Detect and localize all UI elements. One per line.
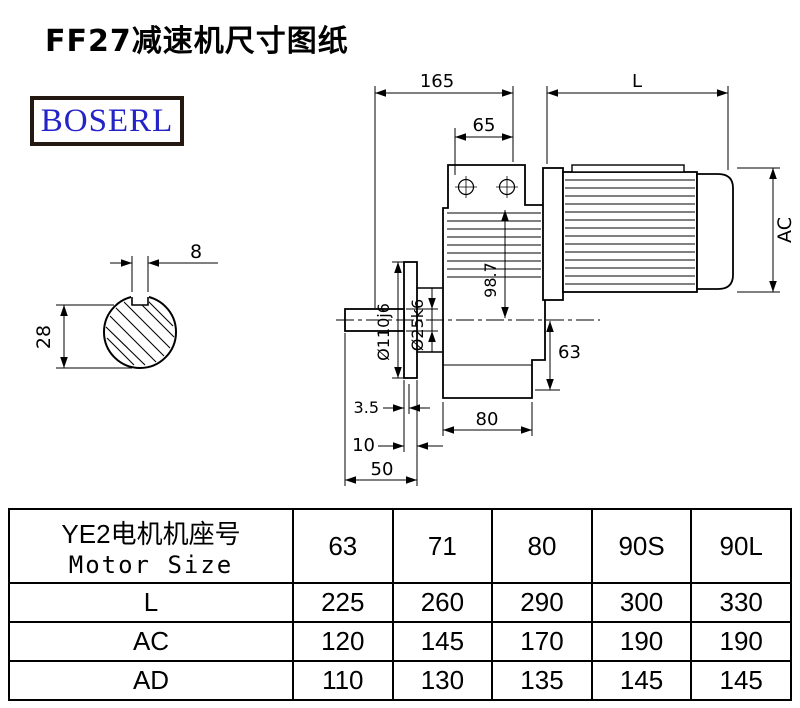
- motor-assembly: [542, 164, 734, 301]
- input-bolt-holes: [455, 176, 518, 198]
- dim-row-label: L: [8, 582, 294, 623]
- dimension-annotations: 165 L 65 AC 8 28 Ø110j6 Ø25k6 98.7 63 3.…: [33, 71, 796, 486]
- dim-label-28: 28: [33, 325, 55, 349]
- dim-value-cell: 260: [391, 582, 494, 623]
- dim-label-flange-diameter: Ø110j6: [374, 303, 393, 361]
- dim-label-165: 165: [420, 71, 454, 92]
- dim-value-cell: 145: [391, 621, 494, 662]
- dim-label-AC: AC: [774, 217, 796, 243]
- dim-value-cell: 170: [491, 621, 593, 662]
- gearbox-housing: [417, 164, 546, 399]
- motor-adapter-flange: [542, 167, 564, 301]
- dim-label-shaft-diameter: Ø25k6: [408, 299, 427, 351]
- dim-value-cell: 145: [690, 660, 792, 701]
- dim-label-98-7: 98.7: [481, 262, 500, 298]
- table-row-AC: AC 120 145 170 190 190: [8, 621, 792, 662]
- dim-value-cell: 190: [590, 621, 693, 662]
- dim-label-63: 63: [558, 342, 581, 363]
- table-header-row: YE2电机机座号 Motor Size 63 71 80 90S 90L: [8, 508, 792, 584]
- motor-size-header-en: Motor Size: [68, 550, 234, 579]
- size-column-header: 63: [292, 508, 394, 584]
- dim-value-cell: 225: [292, 582, 394, 623]
- dim-value-cell: 135: [491, 660, 593, 701]
- dim-label-3-5: 3.5: [354, 398, 379, 417]
- flange-hub: [417, 287, 443, 353]
- boserl-logo: BOSERL: [30, 96, 184, 146]
- dim-label-65: 65: [473, 115, 496, 136]
- dim-label-50: 50: [371, 459, 394, 480]
- dim-value-cell: 110: [292, 660, 394, 701]
- motor-top-rail: [571, 164, 685, 173]
- fan-cover: [696, 173, 734, 290]
- dimension-drawing: 165 L 65 AC 8 28 Ø110j6 Ø25k6 98.7 63 3.…: [33, 71, 796, 486]
- size-column-header: 90S: [590, 508, 693, 584]
- dim-value-cell: 330: [690, 582, 792, 623]
- boserl-logo-text: BOSERL: [40, 102, 174, 139]
- motor-size-header-cell: YE2电机机座号 Motor Size: [8, 508, 294, 584]
- shaft-cross-section: [103, 293, 177, 369]
- dim-value-cell: 300: [590, 582, 693, 623]
- dim-row-label: AD: [8, 660, 294, 701]
- dim-label-10: 10: [352, 435, 375, 456]
- dim-value-cell: 120: [292, 621, 394, 662]
- dim-label-80: 80: [476, 409, 499, 430]
- table-row-AD: AD 110 130 135 145 145: [8, 660, 792, 701]
- table-row-L: L 225 260 290 300 330: [8, 582, 792, 623]
- size-table: YE2电机机座号 Motor Size 63 71 80 90S 90L L 2…: [8, 508, 792, 701]
- keyway-slot: [131, 297, 149, 306]
- motor-fins: [565, 179, 695, 285]
- dim-label-8: 8: [190, 241, 202, 263]
- motor-body: [562, 171, 698, 293]
- dim-label-L: L: [632, 71, 642, 92]
- motor-size-header-cn: YE2电机机座号: [61, 518, 241, 549]
- size-column-header: 71: [391, 508, 494, 584]
- page-title: FF27减速机尺寸图纸: [45, 24, 349, 59]
- size-column-header: 80: [491, 508, 593, 584]
- dim-value-cell: 190: [690, 621, 792, 662]
- dim-value-cell: 130: [391, 660, 494, 701]
- dim-value-cell: 290: [491, 582, 593, 623]
- housing-fins: [443, 212, 541, 366]
- dim-value-cell: 145: [590, 660, 693, 701]
- size-column-header: 90L: [690, 508, 792, 584]
- dim-row-label: AC: [8, 621, 294, 662]
